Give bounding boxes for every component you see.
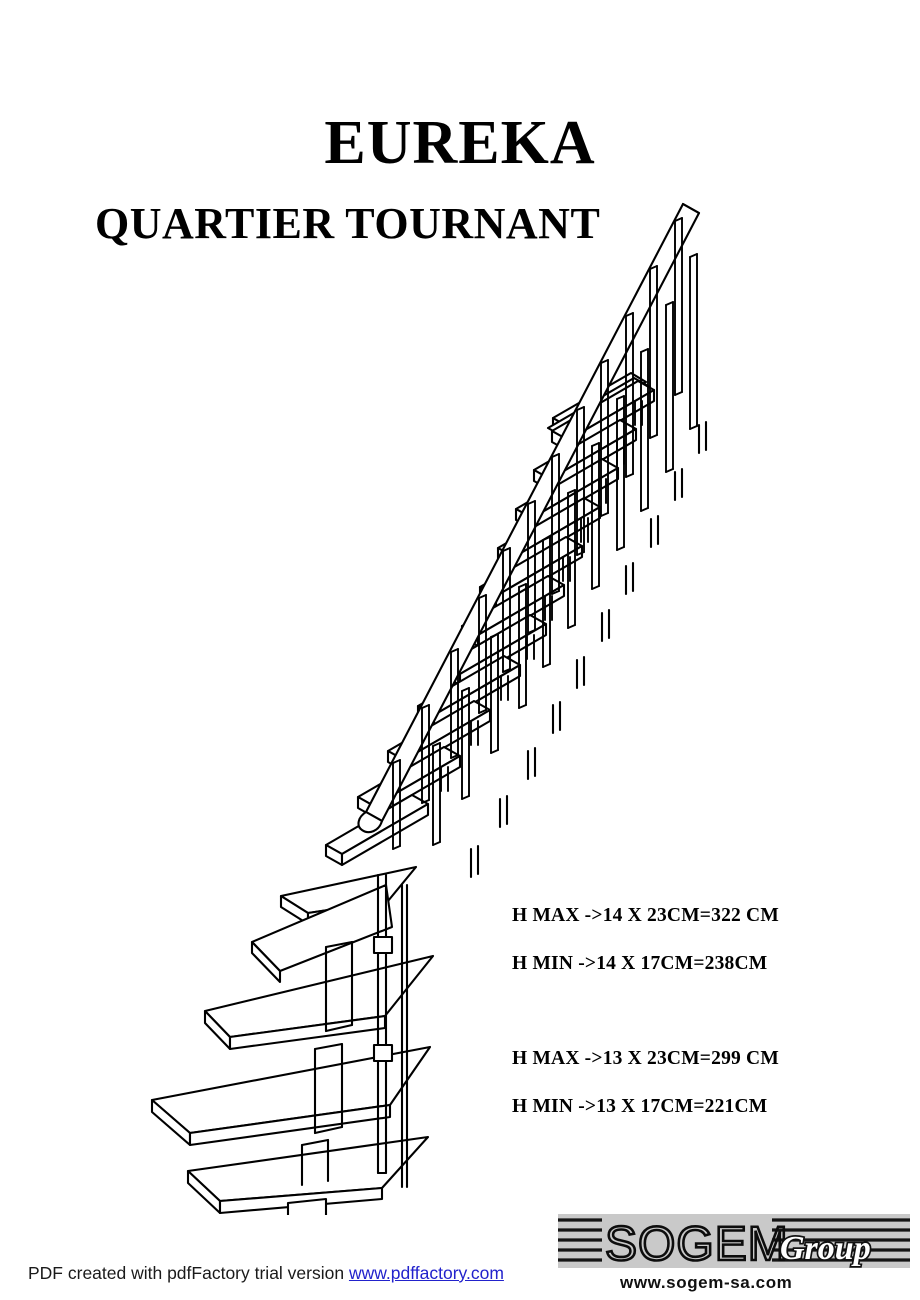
spec-line-hmin-13: H MIN ->13 X 17CM=221CM [512,1096,768,1117]
staircase-isometric-illustration [150,202,708,1215]
logo-suffix-text: Group [780,1230,871,1267]
baluster-row-right [432,253,698,846]
spec-group-14-steps: H MAX ->14 X 23CM=322 CM H MIN ->14 X 17… [512,905,779,975]
sogem-logo-graphic: SOGEM Group www.sogem-sa.com [558,1214,910,1292]
logo-wordmark-plate [602,1215,772,1267]
tread-group-straight [324,371,656,867]
staircase-drawing [130,185,750,1215]
spec-line-hmin-14: H MIN ->14 X 17CM=238CM [512,953,768,974]
newel-post [286,940,354,1215]
tread-group-winder [150,865,435,1215]
page-subtitle: QUARTIER TOURNANT [95,199,601,248]
tread-support-spindles [440,400,643,792]
sogem-group-logo: SOGEM Group www.sogem-sa.com [558,1212,910,1294]
page-title: EUREKA [324,109,596,177]
pdffactory-link[interactable]: www.pdffactory.com [348,1263,504,1283]
handrail [357,202,701,834]
outer-stringer [469,420,708,879]
spec-line-hmax-14: H MAX ->14 X 23CM=322 CM [512,905,779,926]
logo-website-text: www.sogem-sa.com [619,1273,792,1292]
spec-group-13-steps: H MAX ->13 X 23CM=299 CM H MIN ->13 X 17… [512,1048,779,1118]
lower-guard-post [372,873,409,1189]
pdf-watermark: PDF created with pdfFactory trial versio… [28,1263,504,1284]
spec-line-hmax-13: H MAX ->13 X 23CM=299 CM [512,1048,779,1069]
baluster-row-left [392,217,683,850]
watermark-text: PDF created with pdfFactory trial versio… [28,1263,349,1283]
logo-brand-text: SOGEM [605,1218,789,1271]
